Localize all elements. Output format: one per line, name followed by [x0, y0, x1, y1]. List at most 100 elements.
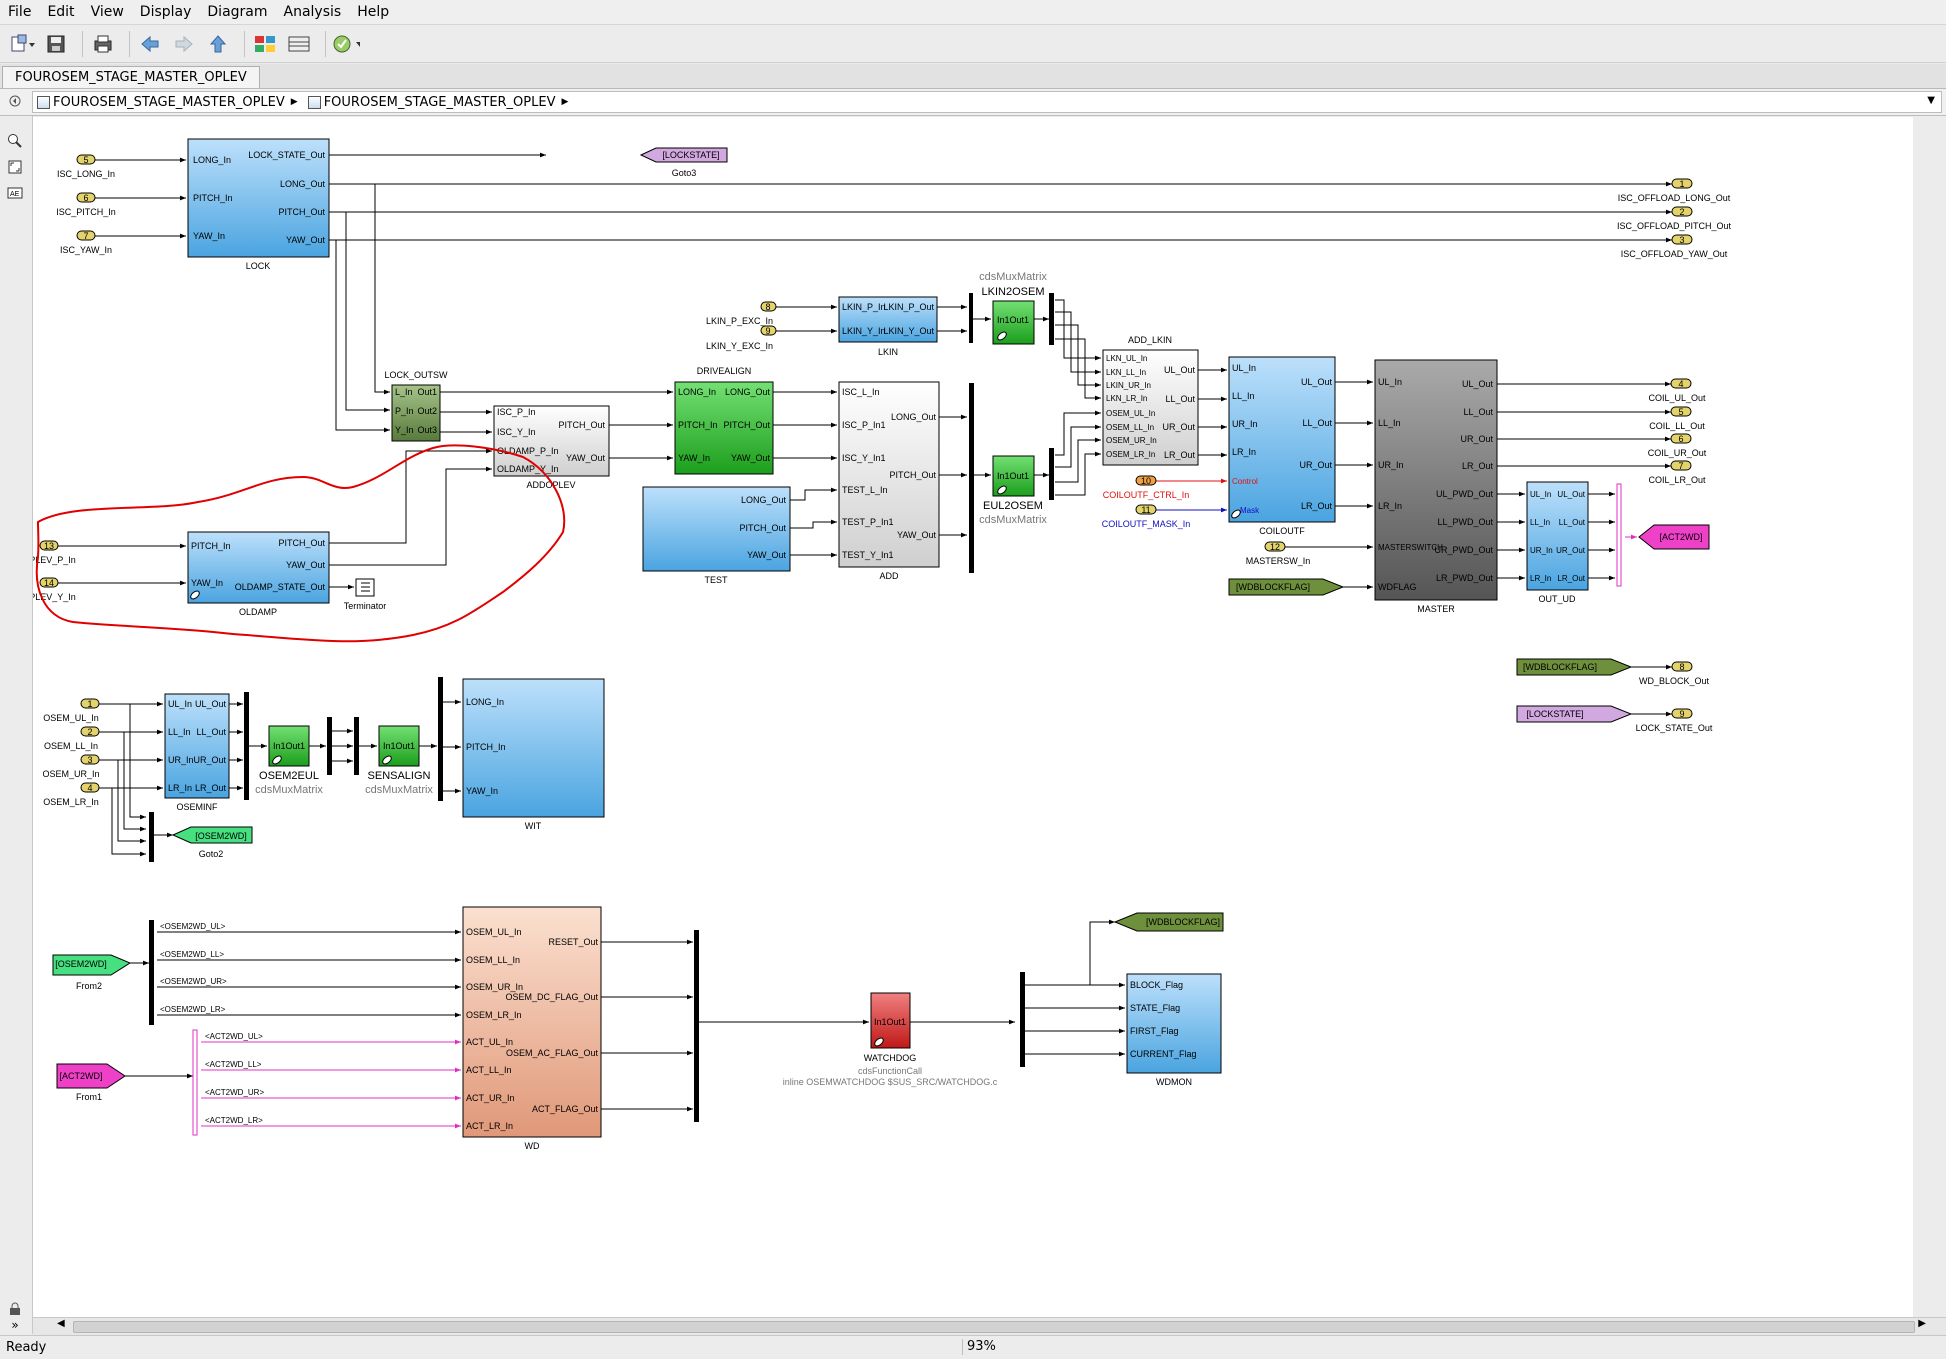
address-bar: FOUROSEM_STAGE_MASTER_OPLEV▶ FOUROSEM_ST…: [0, 89, 1946, 116]
block-add-lkin[interactable]: LKN_UL_In LKN_LL_In LKIN_UR_In LKN_LR_In…: [1102, 335, 1199, 466]
scrollbar-thumb[interactable]: [73, 1321, 1915, 1333]
goto-osem2wd[interactable]: [OSEM2WD]Goto2: [171, 826, 253, 859]
save-icon[interactable]: [42, 30, 70, 58]
library-browser-icon[interactable]: [251, 30, 279, 58]
block-addoplev[interactable]: ISC_P_In ISC_Y_In OLDAMP_P_In OLDAMP_Y_I…: [493, 405, 610, 490]
menu-display[interactable]: Display: [139, 4, 192, 20]
svg-text:P_In: P_In: [395, 406, 414, 416]
block-lock[interactable]: LONG_In PITCH_In YAW_In LOCK_STATE_Out L…: [187, 138, 330, 271]
from-act2wd[interactable]: [ACT2WD]From1: [56, 1063, 126, 1102]
zoom-icon[interactable]: [6, 132, 24, 150]
block-sensalign[interactable]: In1Out1 SENSALIGN cdsMuxMatrix: [365, 725, 433, 796]
block-oseminf[interactable]: UL_In LL_In UR_In LR_In UL_Out LL_Out UR…: [164, 693, 230, 812]
svg-text:UR_Out: UR_Out: [1299, 460, 1332, 470]
chevron-down-icon[interactable]: ▼: [1927, 95, 1935, 106]
block-add[interactable]: ISC_L_In ISC_P_In1 ISC_Y_In1 TEST_L_In T…: [838, 381, 940, 581]
block-eul2osem[interactable]: In1Out1 EUL2OSEM cdsMuxMatrix: [979, 455, 1047, 526]
goto-wdblockflag[interactable]: [WDBLOCKFLAG]: [1113, 912, 1224, 932]
from-wdblockflag-master[interactable]: [WDBLOCKFLAG]: [1228, 578, 1345, 596]
inport-oplev-y[interactable]: 14OPLEV_Y_In: [33, 577, 76, 602]
block-lkin2osem[interactable]: cdsMuxMatrix LKIN2OSEM In1Out1: [979, 271, 1047, 345]
up-arrow-icon[interactable]: [204, 30, 232, 58]
scroll-right-icon[interactable]: ▶: [1918, 1318, 1926, 1329]
from-lockstate[interactable]: [LOCKSTATE]: [1516, 705, 1633, 723]
block-coiloutf[interactable]: UL_In LL_In UR_In LR_In Control Mask UL_…: [1228, 356, 1336, 536]
hide-explorer-icon[interactable]: [8, 94, 22, 108]
new-model-icon[interactable]: [8, 30, 36, 58]
svg-text:LL_PWD_Out: LL_PWD_Out: [1437, 517, 1493, 527]
breadcrumb-item-model[interactable]: FOUROSEM_STAGE_MASTER_OPLEV▶: [37, 95, 304, 110]
block-watchdog[interactable]: In1Out1 WATCHDOG cdsFunctionCall inline …: [783, 992, 998, 1087]
goto-act2wd[interactable]: [ACT2WD]: [1638, 524, 1710, 550]
svg-text:13: 13: [44, 541, 54, 551]
from-wdblockflag[interactable]: [WDBLOCKFLAG]: [1516, 658, 1633, 676]
scroll-left-icon[interactable]: ◀: [57, 1318, 65, 1329]
horizontal-scrollbar[interactable]: ◀ ▶: [33, 1317, 1946, 1335]
inport-osem-ll[interactable]: 2OSEM_LL_In: [44, 726, 100, 751]
block-test[interactable]: LONG_Out PITCH_Out YAW_Out TEST: [642, 486, 791, 585]
menu-view[interactable]: View: [90, 4, 124, 20]
svg-text:OLDAMP: OLDAMP: [239, 607, 277, 617]
svg-text:BLOCK_Flag: BLOCK_Flag: [1130, 980, 1183, 990]
print-icon[interactable]: [89, 30, 117, 58]
from-osem2wd[interactable]: [OSEM2WD]From2: [52, 954, 132, 991]
svg-text:ADD_LKIN: ADD_LKIN: [1128, 335, 1172, 345]
tab-model[interactable]: FOUROSEM_STAGE_MASTER_OPLEV: [2, 66, 260, 88]
goto-lockstate[interactable]: [LOCKSTATE]Goto3: [639, 147, 728, 178]
block-osem2eul[interactable]: In1Out1 OSEM2EUL cdsMuxMatrix: [255, 725, 323, 796]
back-arrow-icon[interactable]: [136, 30, 164, 58]
block-drivealign[interactable]: LONG_In PITCH_In YAW_In LONG_Out PITCH_O…: [674, 366, 774, 475]
block-wdmon[interactable]: BLOCK_Flag STATE_Flag FIRST_Flag CURRENT…: [1126, 973, 1222, 1087]
svg-text:ACT_LL_In: ACT_LL_In: [466, 1065, 512, 1075]
menu-file[interactable]: File: [8, 4, 32, 20]
svg-text:UL_In: UL_In: [1232, 363, 1256, 373]
menu-help[interactable]: Help: [357, 4, 390, 20]
forward-arrow-icon[interactable]: [170, 30, 198, 58]
svg-text:UL_Out: UL_Out: [1164, 365, 1196, 375]
svg-text:ACT_UR_In: ACT_UR_In: [466, 1093, 515, 1103]
block-master[interactable]: UL_In LL_In UR_In LR_In MASTERSWITCH WDF…: [1374, 359, 1498, 614]
svg-text:cdsMuxMatrix: cdsMuxMatrix: [979, 271, 1047, 283]
block-lock-outsw[interactable]: L_In P_In Y_In Out1 Out2 Out3 LOCK_OUTSW: [384, 370, 448, 442]
menu-diagram[interactable]: Diagram: [207, 4, 268, 20]
block-oldamp[interactable]: PITCH_In YAW_In PITCH_Out YAW_Out OLDAMP…: [187, 531, 330, 617]
block-terminator[interactable]: Terminator: [344, 578, 387, 611]
svg-text:LL_Out: LL_Out: [1463, 407, 1493, 417]
block-wd[interactable]: OSEM_UL_In OSEM_LL_In OSEM_UR_In OSEM_LR…: [462, 906, 602, 1151]
annotation-icon[interactable]: AE: [6, 184, 24, 202]
outport-wd-block[interactable]: 8WD_BLOCK_Out: [1639, 661, 1710, 686]
menu-edit[interactable]: Edit: [47, 4, 75, 20]
block-wit[interactable]: LONG_In PITCH_In YAW_In WIT: [462, 678, 605, 831]
lock-icon[interactable]: [6, 1300, 24, 1318]
expand-icon[interactable]: »: [11, 1318, 19, 1332]
block-out-ud[interactable]: UL_In LL_In UR_In LR_In UL_Out LL_Out UR…: [1526, 481, 1589, 604]
model-explorer-icon[interactable]: [285, 30, 313, 58]
block-lkin[interactable]: LKIN_P_In LKIN_Y_In LKIN_P_Out LKIN_Y_Ou…: [838, 296, 938, 357]
update-diagram-icon[interactable]: [332, 30, 360, 58]
breadcrumb-item-subsystem[interactable]: FOUROSEM_STAGE_MASTER_OPLEV▶: [307, 95, 575, 110]
menu-analysis[interactable]: Analysis: [283, 4, 342, 20]
svg-text:11: 11: [1141, 505, 1150, 515]
inport-oplev-p[interactable]: 13OPLEV_P_In: [33, 540, 76, 565]
fit-to-view-icon[interactable]: [6, 158, 24, 176]
